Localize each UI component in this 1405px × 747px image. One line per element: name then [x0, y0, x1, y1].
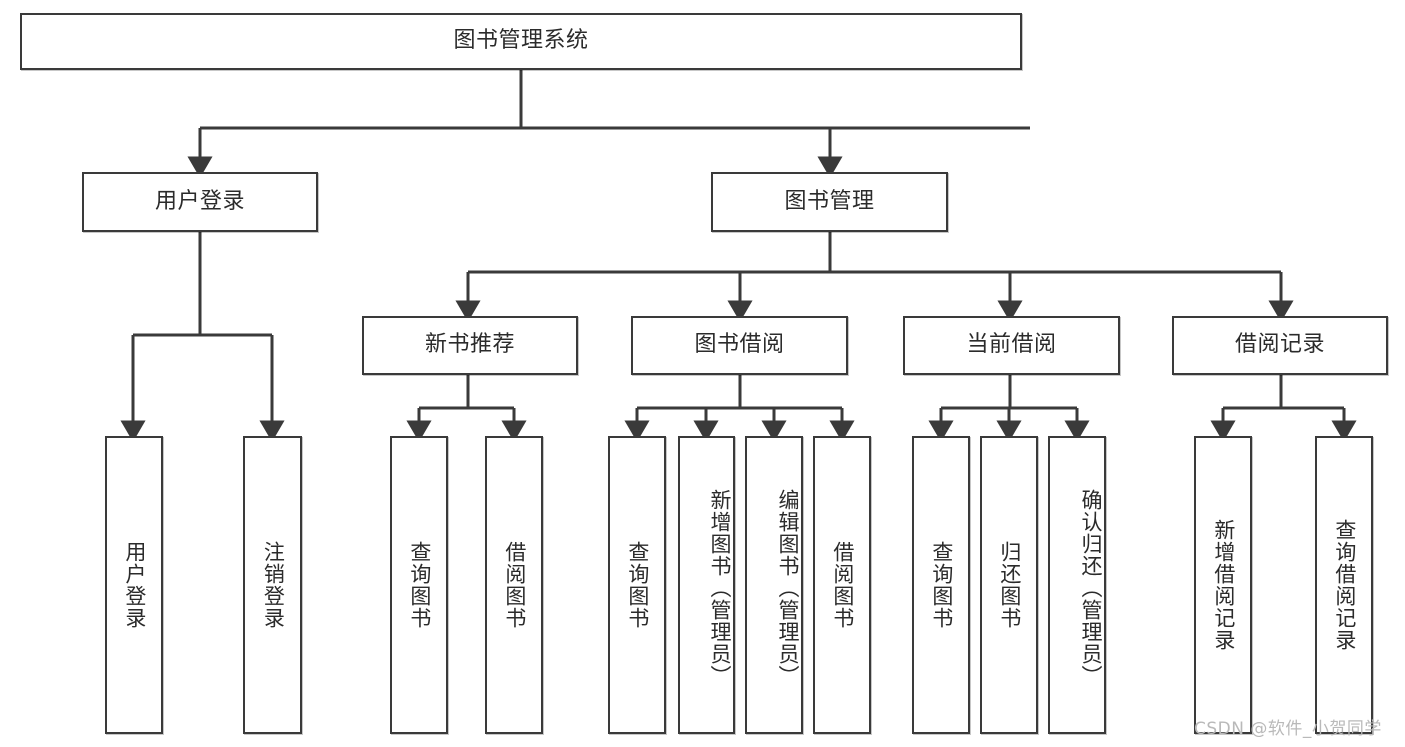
node-leaf-borrow-book-1-label: 借阅图书: [502, 541, 527, 629]
node-leaf-query-book-3[interactable]: 查询图书: [912, 436, 970, 734]
node-leaf-add-record[interactable]: 新增借阅记录: [1194, 436, 1252, 734]
node-leaf-query-record-label: 查询借阅记录: [1332, 519, 1357, 651]
node-root[interactable]: 图书管理系统: [20, 13, 1022, 70]
node-book-manage-label: 图书管理: [784, 188, 875, 214]
node-leaf-confirm-return[interactable]: 确认归还（管理员）: [1048, 436, 1106, 734]
node-user-login[interactable]: 用户登录: [82, 172, 318, 232]
node-leaf-query-record[interactable]: 查询借阅记录: [1315, 436, 1373, 734]
node-leaf-query-book-1[interactable]: 查询图书: [390, 436, 448, 734]
node-leaf-logout-label: 注销登录: [261, 541, 286, 629]
node-current-borrow-label: 当前借阅: [966, 332, 1057, 358]
node-leaf-query-book-2-label: 查询图书: [625, 541, 650, 629]
node-new-book-recommend[interactable]: 新书推荐: [362, 316, 578, 375]
node-leaf-confirm-return-label: 确认归还（管理员）: [1079, 489, 1103, 687]
node-leaf-user-login-label: 用户登录: [122, 541, 147, 629]
node-borrow-record-label: 借阅记录: [1234, 332, 1325, 358]
csdn-watermark: CSDN @软件_小贺同学: [1194, 719, 1382, 739]
node-leaf-add-book[interactable]: 新增图书（管理员）: [678, 436, 735, 734]
node-borrow-record[interactable]: 借阅记录: [1172, 316, 1388, 375]
node-leaf-borrow-book-1[interactable]: 借阅图书: [485, 436, 543, 734]
node-leaf-edit-book[interactable]: 编辑图书（管理员）: [745, 436, 803, 734]
node-leaf-logout[interactable]: 注销登录: [243, 436, 302, 734]
node-leaf-return-book-label: 归还图书: [997, 541, 1022, 629]
node-root-label: 图书管理系统: [453, 28, 589, 54]
node-new-book-recommend-label: 新书推荐: [424, 332, 515, 358]
node-book-borrow-label: 图书借阅: [694, 332, 785, 358]
node-user-login-label: 用户登录: [154, 188, 245, 214]
node-book-manage[interactable]: 图书管理: [711, 172, 948, 232]
node-leaf-add-record-label: 新增借阅记录: [1211, 519, 1236, 651]
node-leaf-add-book-label: 新增图书（管理员）: [708, 489, 732, 687]
node-current-borrow[interactable]: 当前借阅: [903, 316, 1120, 375]
node-leaf-return-book[interactable]: 归还图书: [980, 436, 1038, 734]
node-leaf-borrow-book-2[interactable]: 借阅图书: [813, 436, 871, 734]
node-book-borrow[interactable]: 图书借阅: [631, 316, 848, 375]
node-leaf-edit-book-label: 编辑图书（管理员）: [776, 489, 800, 687]
node-leaf-query-book-2[interactable]: 查询图书: [608, 436, 666, 734]
node-leaf-query-book-1-label: 查询图书: [407, 541, 432, 629]
node-leaf-query-book-3-label: 查询图书: [929, 541, 954, 629]
node-leaf-user-login[interactable]: 用户登录: [105, 436, 163, 734]
node-leaf-borrow-book-2-label: 借阅图书: [830, 541, 855, 629]
